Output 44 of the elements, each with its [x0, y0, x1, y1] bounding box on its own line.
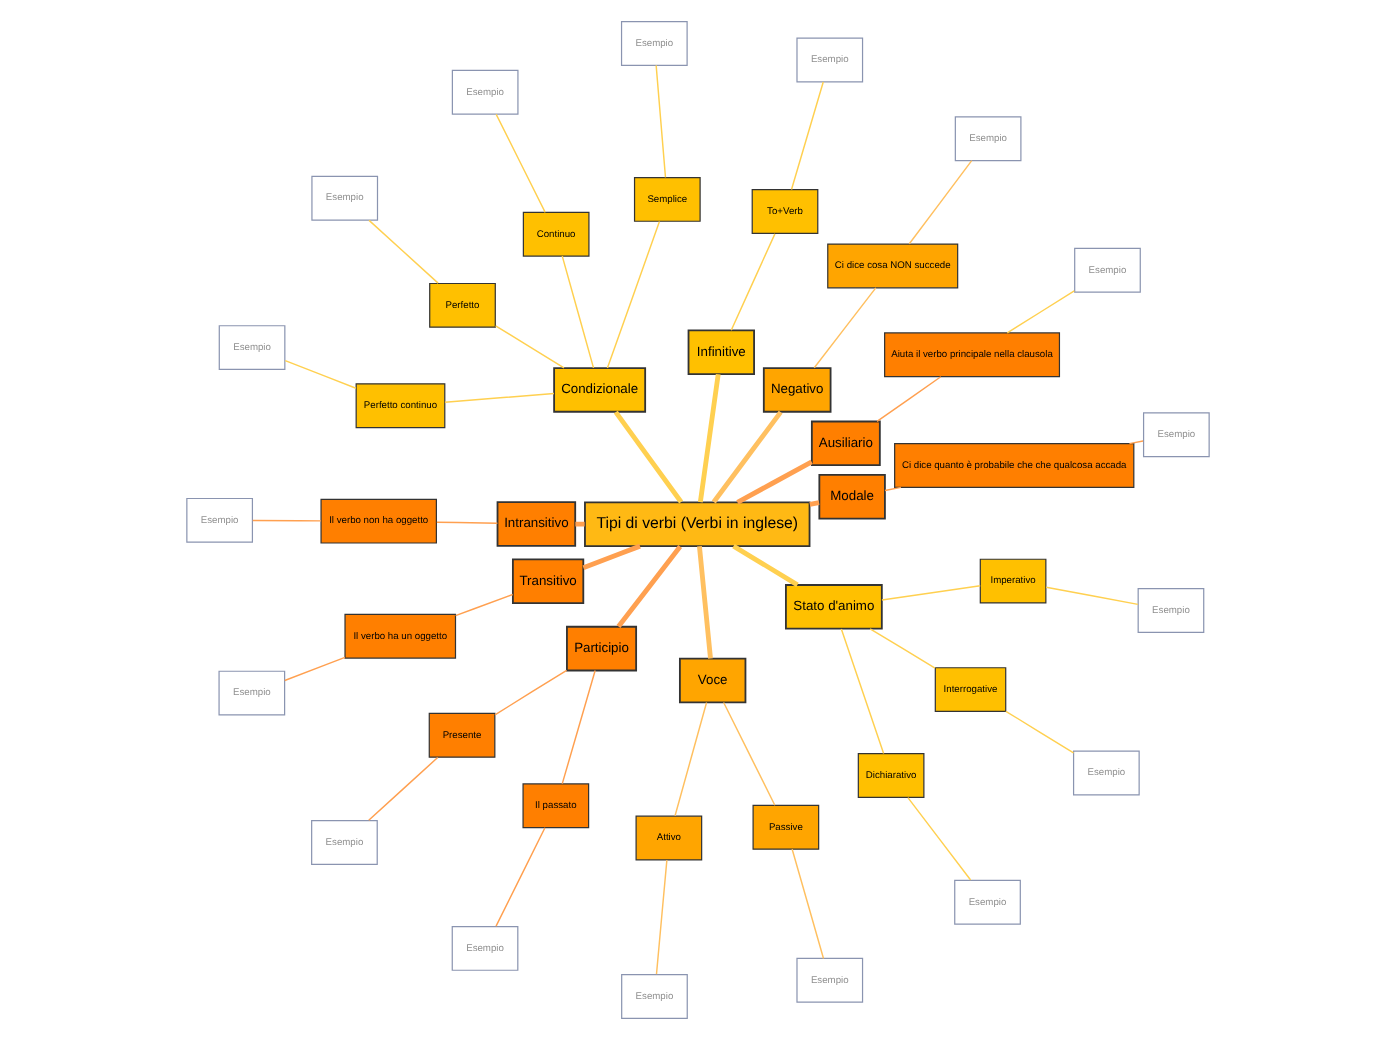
connector [729, 233, 775, 331]
connector [560, 669, 595, 785]
connector [839, 628, 884, 755]
connector [494, 827, 545, 927]
connector [875, 376, 941, 423]
connector [790, 848, 824, 960]
connector [453, 593, 513, 617]
connector [883, 486, 901, 492]
connector [808, 500, 819, 507]
connector [868, 628, 935, 669]
connector [493, 325, 564, 369]
connector [435, 521, 498, 525]
connector [560, 255, 594, 369]
connector [367, 756, 438, 822]
connector [1005, 290, 1074, 334]
connector [1004, 710, 1074, 754]
connector [673, 701, 707, 817]
connector [696, 546, 712, 659]
connector [251, 519, 321, 522]
connector [906, 796, 971, 881]
connector [283, 359, 356, 389]
connector [493, 669, 567, 716]
connector [1127, 440, 1143, 445]
connector [721, 701, 775, 806]
connector [907, 159, 972, 245]
connector [735, 459, 812, 505]
connector [731, 544, 798, 587]
connector [612, 410, 683, 504]
connector [574, 521, 584, 527]
connector [710, 410, 782, 504]
connector [605, 220, 660, 369]
connector [367, 219, 438, 284]
connector [654, 859, 667, 975]
connector [283, 656, 345, 682]
connector [1044, 586, 1138, 606]
connector [581, 543, 640, 571]
connector [654, 64, 666, 179]
connector [812, 287, 876, 369]
connector [880, 585, 980, 601]
connector [494, 113, 545, 214]
connector [696, 373, 720, 503]
connector [615, 544, 682, 629]
connector [789, 81, 823, 191]
connector [443, 392, 554, 403]
